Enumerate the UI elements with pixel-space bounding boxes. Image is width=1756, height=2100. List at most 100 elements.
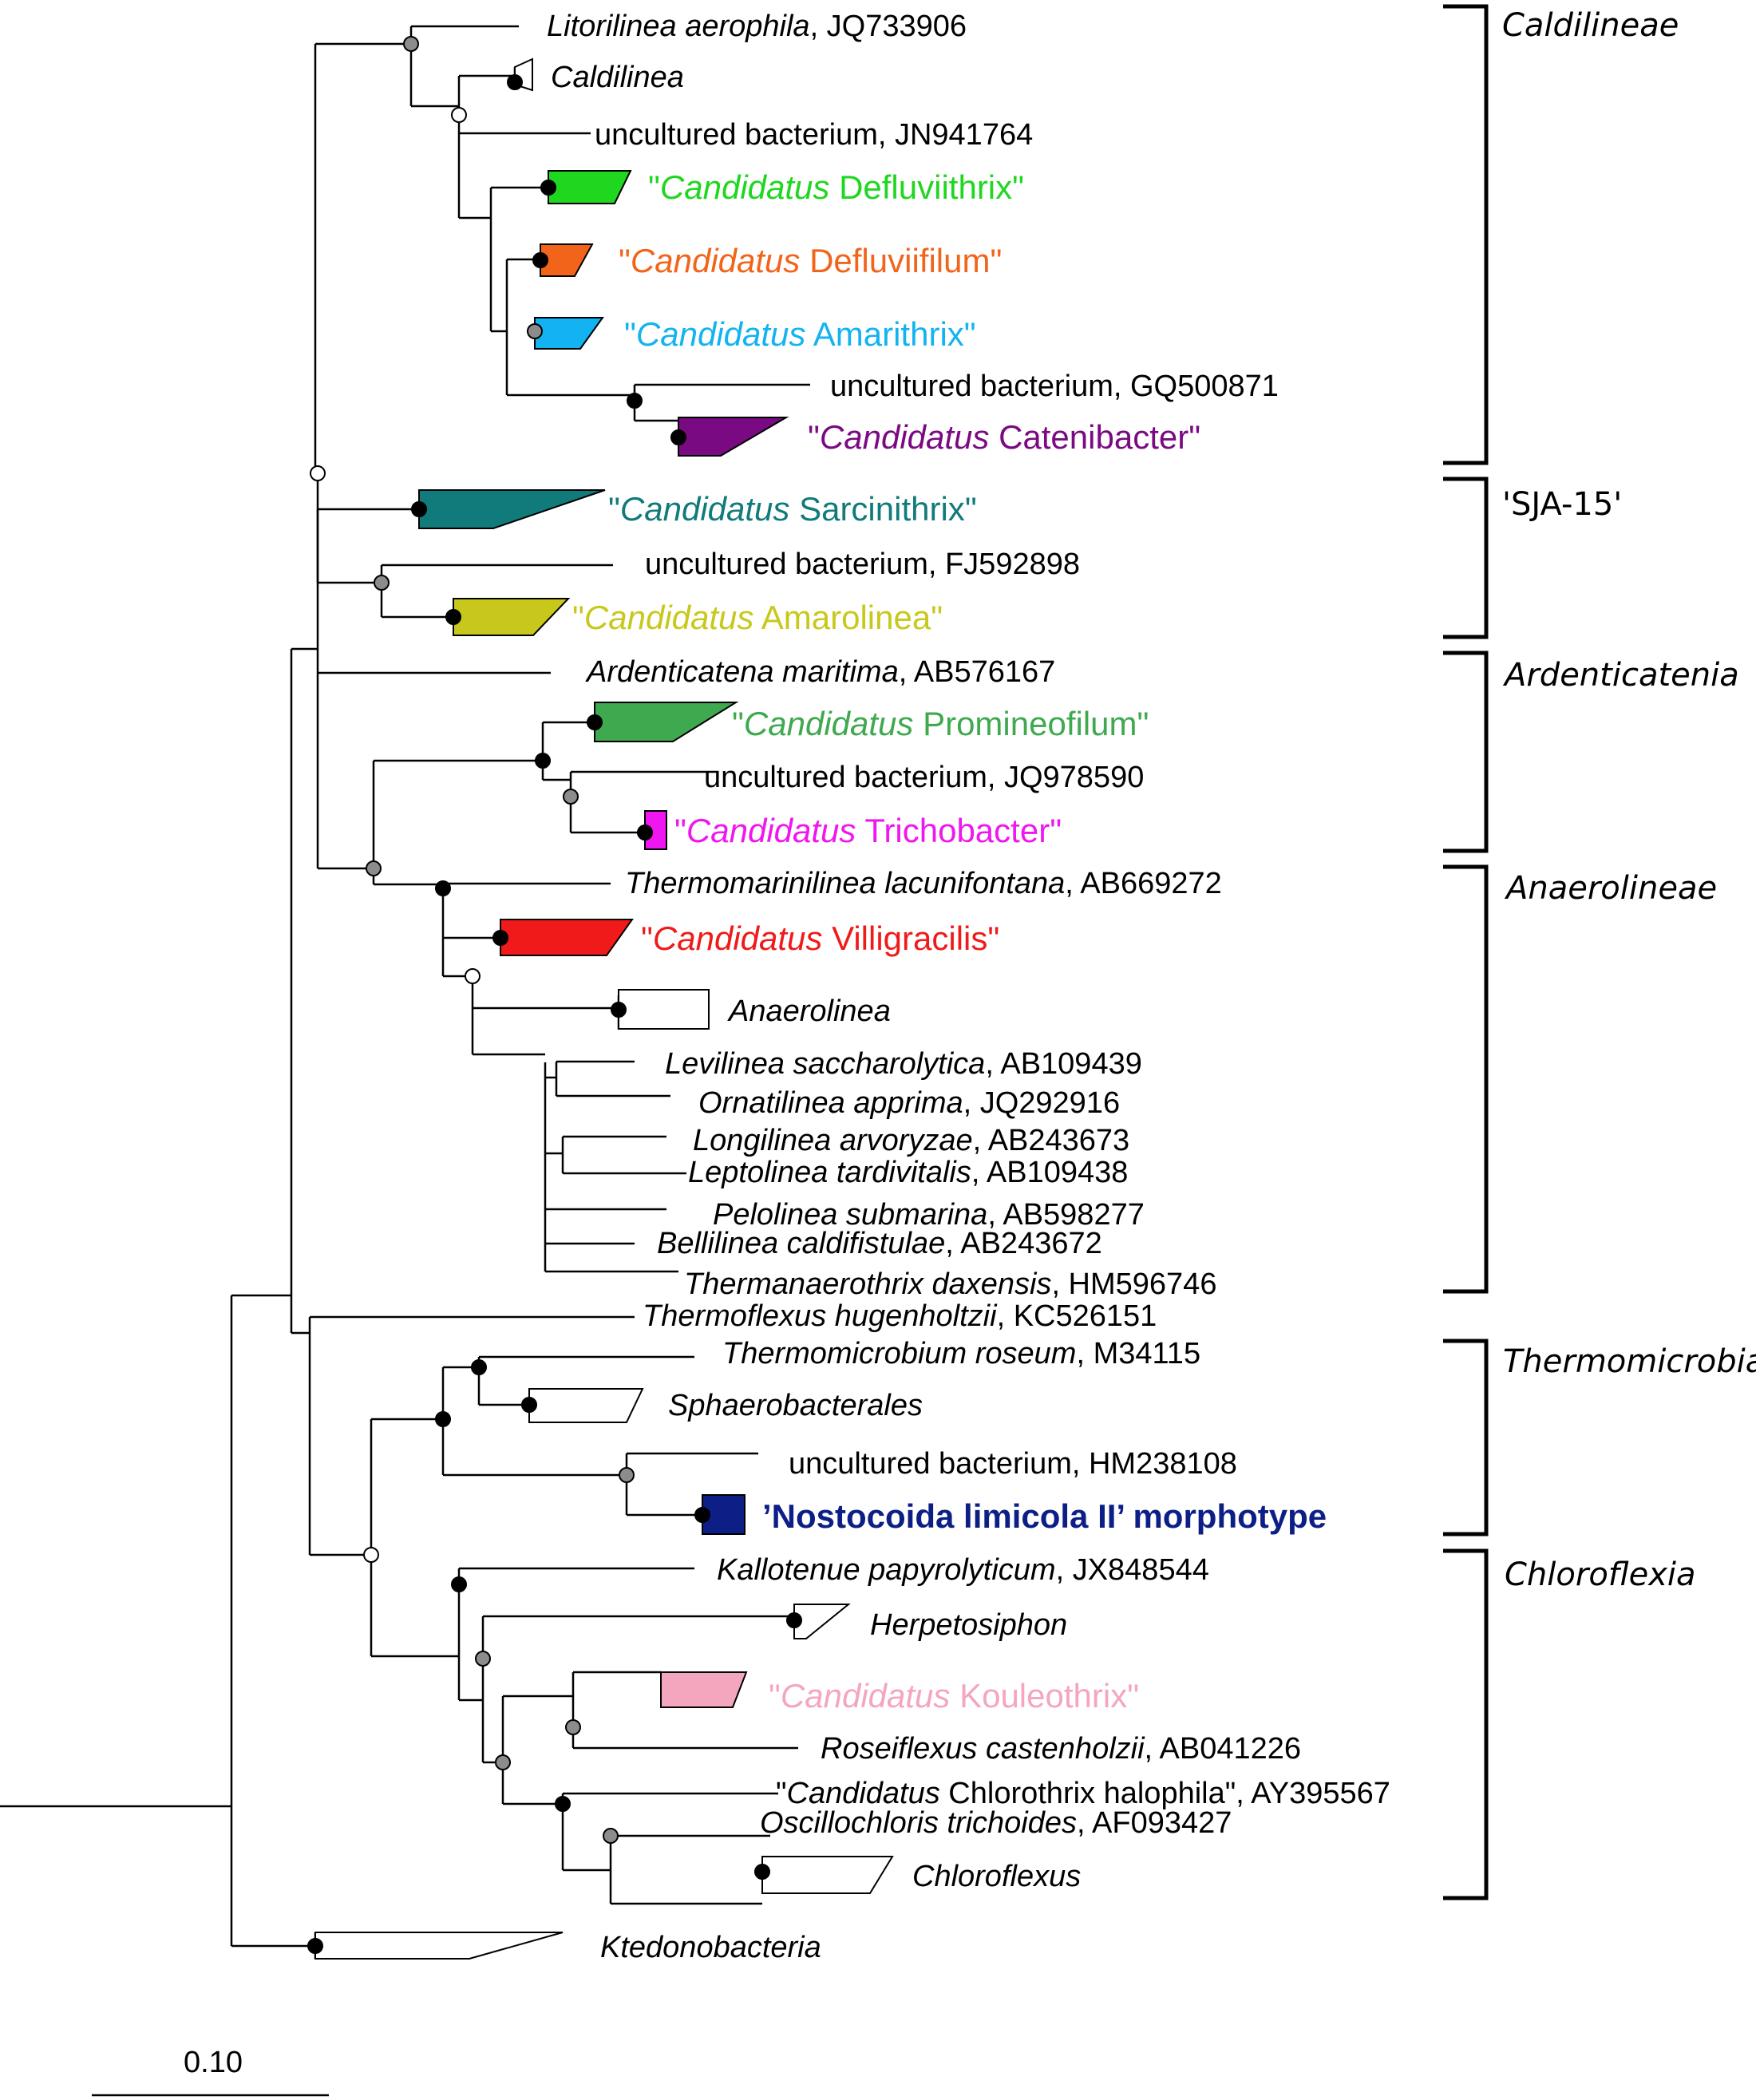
node-gray <box>366 860 382 876</box>
wedge-amarithrix <box>534 317 604 350</box>
taxon-chlorothrix: "Candidatus Chlorothrix halophila", AY39… <box>776 1777 1390 1810</box>
node-black <box>611 1002 627 1018</box>
class-sja15: 'SJA-15' <box>1502 486 1623 523</box>
taxon-nostocoida: ’Nostocoida limicola II’ morphotype <box>762 1497 1327 1535</box>
node-black <box>445 609 461 625</box>
node-gray <box>603 1828 619 1844</box>
node-gray <box>619 1467 635 1483</box>
node-black <box>521 1397 537 1413</box>
taxon-anaerolinea: Anaerolinea <box>729 995 891 1028</box>
node-black <box>540 180 556 196</box>
class-brackets <box>1443 4 1489 1900</box>
node-white <box>310 465 326 481</box>
taxon-uncultured-hm238108: uncultured bacterium, HM238108 <box>789 1447 1237 1481</box>
node-black <box>451 1576 467 1592</box>
node-black <box>532 252 548 268</box>
scale-bar-label: 0.10 <box>184 2046 243 2079</box>
node-gray <box>374 575 390 591</box>
taxon-promineofilum: "Candidatus Promineofilum" <box>732 705 1149 742</box>
bracket-thermomicrobia <box>1443 1339 1489 1536</box>
taxon-uncultured-fj592898: uncultured bacterium, FJ592898 <box>645 548 1080 581</box>
wedge-catenibacter <box>678 417 789 457</box>
taxon-litorilinea: Litorilinea aerophila, JQ733906 <box>547 10 967 43</box>
node-black <box>535 753 551 769</box>
node-gray <box>563 789 579 805</box>
node-black <box>754 1864 770 1880</box>
taxon-ardenticatena: Ardenticatena maritima, AB576167 <box>587 655 1056 689</box>
taxon-trichobacter: "Candidatus Trichobacter" <box>674 812 1062 849</box>
node-gray <box>475 1651 491 1667</box>
node-black <box>507 74 523 90</box>
node-black <box>694 1507 710 1523</box>
class-chloroflexia: Chloroflexia <box>1505 1556 1696 1593</box>
wedge-anaerolinea <box>618 989 710 1030</box>
bracket-sja15 <box>1443 477 1489 639</box>
node-black <box>435 880 451 896</box>
taxon-sarcinithrix: "Candidatus Sarcinithrix" <box>608 490 977 528</box>
wedge-promineofilum <box>594 702 739 742</box>
node-black <box>627 393 643 409</box>
taxon-thermomarinilinea: Thermomarinilinea lacunifontana, AB66927… <box>625 867 1222 900</box>
taxon-defluviithrix: "Candidatus Defluviithrix" <box>648 168 1025 206</box>
node-black <box>411 501 427 517</box>
class-thermomicrobia: Thermomicrobia <box>1503 1343 1756 1380</box>
node-gray <box>527 323 543 339</box>
node-black <box>471 1359 487 1375</box>
bracket-ardenticatenia <box>1443 651 1489 853</box>
wedge-ktedonobacteria <box>314 1932 564 1960</box>
wedge-sarcinithrix <box>418 489 606 529</box>
taxon-ornatilinea: Ornatilinea apprima, JQ292916 <box>698 1086 1121 1120</box>
taxon-catenibacter: "Candidatus Catenibacter" <box>808 418 1201 456</box>
taxon-herpetosiphon: Herpetosiphon <box>870 1608 1068 1642</box>
node-black <box>492 930 508 946</box>
taxon-kouleothrix: "Candidatus Kouleothrix" <box>769 1677 1140 1714</box>
taxon-bellilinea: Bellilinea caldifistulae, AB243672 <box>657 1227 1102 1260</box>
taxon-thermoflexus: Thermoflexus hugenholtzii, KC526151 <box>643 1299 1157 1333</box>
taxon-caldilinea: Caldilinea <box>551 61 684 94</box>
taxon-amarithrix: "Candidatus Amarithrix" <box>624 315 976 353</box>
taxon-leptolinea: Leptolinea tardivitalis, AB109438 <box>688 1156 1129 1189</box>
wedge-kouleothrix <box>660 1671 748 1708</box>
taxon-levilinea: Levilinea saccharolytica, AB109439 <box>665 1047 1142 1081</box>
class-anaerolineae: Anaerolineae <box>1506 870 1718 907</box>
bracket-caldilineae <box>1443 4 1489 465</box>
tree-branches <box>0 25 810 2097</box>
taxon-thermanaerothrix: Thermanaerothrix daxensis, HM596746 <box>684 1268 1217 1301</box>
bracket-chloroflexia <box>1443 1548 1489 1900</box>
node-black <box>307 1938 323 1954</box>
support-nodes <box>307 36 802 1954</box>
taxon-villigracilis: "Candidatus Villigracilis" <box>641 919 1000 957</box>
taxon-pelolinea: Pelolinea submarina, AB598277 <box>713 1198 1145 1232</box>
taxon-uncultured-jq978590: uncultured bacterium, JQ978590 <box>704 761 1145 794</box>
wedge-herpetosiphon <box>793 1604 851 1639</box>
taxon-amarolinea: "Candidatus Amarolinea" <box>572 599 943 636</box>
node-black <box>786 1612 802 1628</box>
node-black <box>435 1411 451 1427</box>
wedge-villigracilis <box>500 919 634 956</box>
class-ardenticatenia: Ardenticatenia <box>1505 657 1739 694</box>
taxon-roseiflexus: Roseiflexus castenholzii, AB041226 <box>821 1732 1302 1766</box>
taxon-chloroflexus: Chloroflexus <box>912 1860 1082 1893</box>
taxon-defluviifilum: "Candidatus Defluviifilum" <box>619 242 1003 279</box>
node-gray <box>495 1754 511 1770</box>
taxon-thermomicrobium: Thermomicrobium roseum, M34115 <box>722 1337 1201 1370</box>
wedge-defluviithrix <box>548 170 632 204</box>
taxon-ktedonobacteria: Ktedonobacteria <box>600 1931 821 1964</box>
class-caldilineae: Caldilineae <box>1502 7 1679 44</box>
taxon-uncultured-jn941764: uncultured bacterium, JN941764 <box>595 118 1034 152</box>
node-black <box>637 825 653 840</box>
taxon-uncultured-gq500871: uncultured bacterium, GQ500871 <box>830 370 1279 403</box>
bracket-anaerolineae <box>1443 864 1489 1294</box>
node-gray <box>403 36 419 52</box>
taxon-longilinea: Longilinea arvoryzae, AB243673 <box>693 1124 1130 1157</box>
node-white <box>363 1547 379 1563</box>
wedge-chloroflexus <box>761 1856 894 1894</box>
clade-wedges <box>314 57 894 1960</box>
taxon-oscillochloris: Oscillochloris trichoides, AF093427 <box>760 1806 1232 1840</box>
taxon-kallotenue: Kallotenue papyrolyticum, JX848544 <box>717 1553 1209 1587</box>
node-black <box>587 714 603 730</box>
node-white <box>451 107 467 123</box>
node-gray <box>565 1719 581 1735</box>
wedge-amarolinea <box>453 598 571 636</box>
